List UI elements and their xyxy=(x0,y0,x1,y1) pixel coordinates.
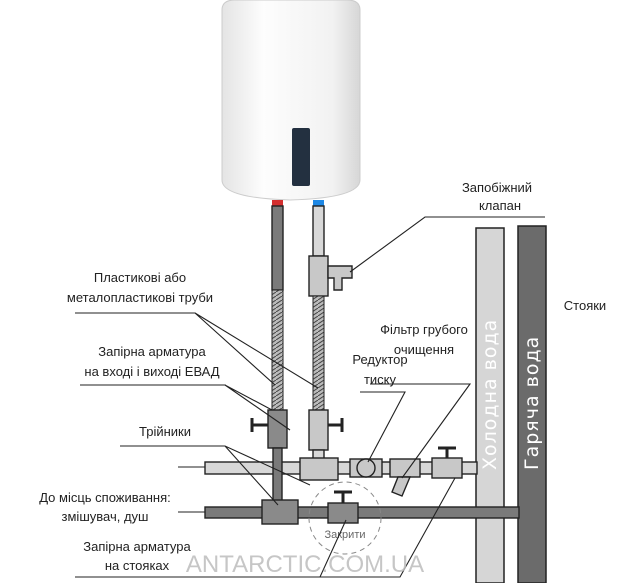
riser-cold-shutoff-valve xyxy=(431,446,463,479)
reducer-label-1: Редуктор xyxy=(352,352,407,367)
hot-shutoff-valve xyxy=(267,409,288,449)
hot-main-pipe xyxy=(204,506,520,519)
riser-hot-shutoff-valve xyxy=(327,490,359,524)
risers-label: Стояки xyxy=(564,298,606,313)
tees-label: Трійники xyxy=(139,424,191,439)
control-panel xyxy=(292,128,310,186)
watermark: ANTARCTIC.COM.UA xyxy=(186,551,424,578)
filter-label-1: Фільтр грубого xyxy=(380,322,468,337)
closed-marker-circle xyxy=(308,481,382,555)
shutoff-heater-label-1: Запірна арматура xyxy=(98,344,206,359)
safety-valve-label-1: Запобіжний xyxy=(462,180,532,195)
cold-water-riser xyxy=(475,227,505,583)
cold-shutoff-valve xyxy=(308,409,329,451)
consumers-label-2: змішувач, душ xyxy=(62,509,149,524)
cold-water-label: Холодна вода xyxy=(479,319,501,470)
pipes-label-1: Пластикові або xyxy=(94,270,186,285)
safety-valve xyxy=(308,255,329,297)
hot-water-label: Гаряча вода xyxy=(521,336,543,470)
cold-pipe xyxy=(312,205,325,257)
cold-inlet-marker xyxy=(313,200,324,206)
shutoff-risers-label-2: на стояках xyxy=(105,558,170,573)
cold-tee xyxy=(299,457,339,481)
shutoff-heater-label-2: на вході і виході ЕВАД xyxy=(84,364,219,379)
shutoff-risers-label-1: Запірна арматура xyxy=(83,539,191,554)
water-heater xyxy=(221,0,361,206)
reducer-label-2: тиску xyxy=(364,372,397,387)
hot-pipe xyxy=(271,205,284,291)
consumers-label-1: До місць споживання: xyxy=(39,490,171,505)
hot-water-riser xyxy=(517,225,547,583)
coarse-filter xyxy=(389,458,421,497)
pipes-label-2: металопластикові труби xyxy=(67,290,213,305)
hot-outlet-marker xyxy=(272,200,283,206)
safety-valve-label-2: клапан xyxy=(479,198,521,213)
cold-flex-pipe xyxy=(312,295,325,411)
hot-flex-pipe xyxy=(271,289,284,411)
close-label: Закрити xyxy=(324,529,365,541)
hot-tee xyxy=(261,499,299,525)
pressure-reducer xyxy=(349,458,383,478)
filter-label-2: очищення xyxy=(394,342,454,357)
